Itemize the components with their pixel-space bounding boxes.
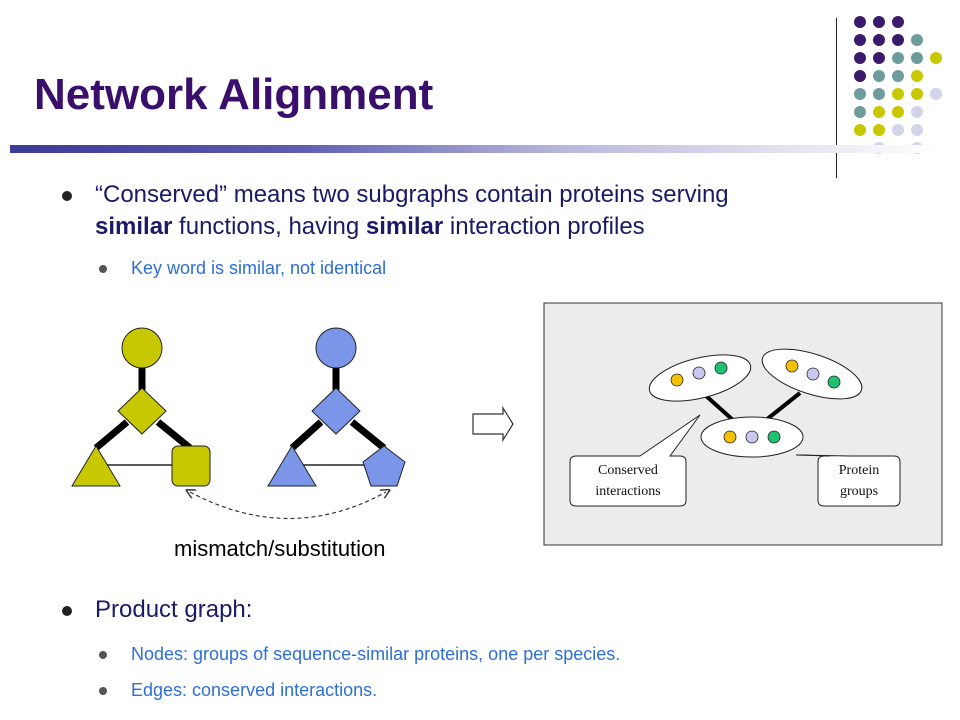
nodes-sub-bullet: Nodes: groups of sequence-similar protei…: [131, 644, 621, 664]
dot-row-1: [854, 16, 904, 28]
yellow-triangle-node: [71, 445, 121, 487]
product-graph-bullet: Product graph:: [95, 596, 253, 623]
similar-word-2: similar: [365, 213, 444, 240]
blue-triangle-node: [267, 445, 317, 487]
product-graph-panel: Conserved interactions Protein groups: [543, 302, 943, 546]
sub-bullet-dot: [99, 651, 107, 659]
callout-left-line1: Conserved: [598, 463, 658, 478]
graph-yellow: [71, 327, 211, 487]
graph-blue: [267, 327, 406, 487]
sub-bullet-dot: [99, 687, 107, 695]
decorative-vertical-line: [836, 18, 837, 178]
dot-row-6: [854, 106, 923, 118]
dot-row-7: [854, 124, 923, 136]
callout-left-line2: interactions: [595, 484, 660, 499]
keyword-sub-bullet: Key word is similar, not identical: [131, 258, 387, 278]
blue-diamond-node: [311, 387, 361, 435]
decorative-dot-grid: [854, 16, 942, 154]
dot-row-4: [854, 70, 923, 82]
mismatch-dashed-arrow: [190, 492, 386, 519]
slide-title: Network Alignment: [34, 70, 434, 119]
edges-sub-bullet: Edges: conserved interactions.: [131, 680, 378, 700]
callout-right-line2: groups: [840, 484, 878, 499]
title-underline-bar: [10, 145, 940, 153]
conserved-line-2: similar functions, having similar intera…: [95, 211, 885, 243]
dot-row-2: [854, 34, 923, 46]
blue-circle-node: [315, 327, 357, 369]
dot-row-5: [854, 88, 942, 100]
block-arrow-icon: [472, 405, 514, 443]
blue-pentagon-node: [362, 445, 406, 487]
conserved-bullet-text: “Conserved” means two subgraphs contain …: [95, 179, 885, 243]
mismatch-caption: mismatch/substitution: [174, 536, 386, 561]
yellow-square-node: [171, 445, 211, 487]
conserved-line-2-mid: functions, having: [172, 213, 366, 240]
callout-right-shape: [795, 454, 901, 507]
conserved-line-2-end: interaction profiles: [443, 213, 645, 240]
sub-bullet-dot: [99, 265, 107, 273]
conserved-line-1: “Conserved” means two subgraphs contain …: [95, 181, 729, 208]
callout-right-line1: Protein: [839, 463, 879, 478]
bullet-dot: [62, 606, 72, 616]
yellow-circle-node: [121, 327, 163, 369]
callout-left-shape: [569, 414, 701, 507]
dot-row-3: [854, 52, 942, 64]
similar-word-1: similar: [95, 213, 173, 240]
yellow-diamond-node: [117, 387, 167, 435]
bullet-dot: [62, 191, 72, 201]
